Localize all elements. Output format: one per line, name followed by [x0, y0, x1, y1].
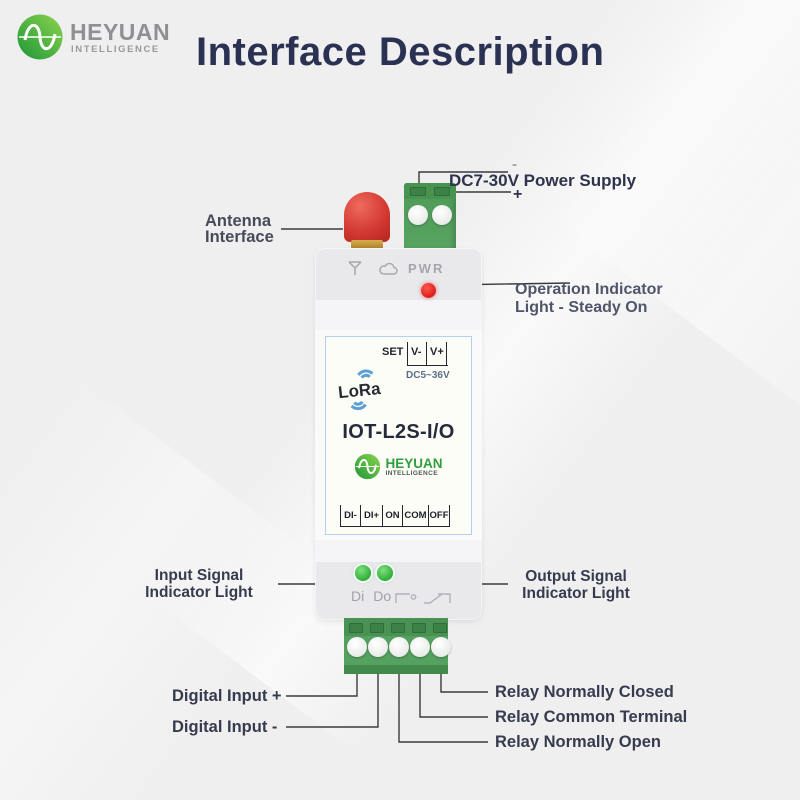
- relay-normally-closed-label: Relay Normally Closed: [495, 683, 674, 701]
- antenna-interface-label: Antenna Interface: [205, 212, 274, 246]
- digital-input-minus-label: Digital Input -: [172, 718, 278, 736]
- power-plus-label: +: [513, 186, 523, 203]
- heyuan-logo-icon: [355, 453, 381, 480]
- card-divider: [407, 342, 409, 366]
- do-label: Do: [373, 588, 392, 604]
- heyuan-logo-icon: [17, 14, 63, 60]
- terminal-digital-input-minus: [368, 637, 388, 657]
- io-terminal-block: [344, 618, 451, 674]
- terminal-digital-input-plus: [347, 637, 367, 657]
- terminal-label: DI+: [360, 505, 382, 527]
- input-label-line1: Input Signal: [154, 567, 244, 584]
- relay-normally-open-label: Relay Normally Open: [495, 733, 661, 751]
- terminal-label-row: DI- DI+ ON COM OFF: [340, 505, 450, 527]
- operation-indicator-label: Operation Indicator Light - Steady On: [515, 281, 663, 317]
- voltage-range-label: DC5~36V: [406, 370, 450, 381]
- power-terminal-minus: [408, 205, 428, 225]
- brand-subtitle: INTELLIGENCE: [71, 44, 160, 55]
- screw-slot: [434, 187, 450, 196]
- card-divider: [446, 342, 448, 366]
- digital-input-plus-label: Digital Input +: [172, 687, 282, 705]
- power-minus-label: -: [512, 156, 517, 173]
- pwr-label: PWR: [408, 261, 445, 276]
- terminal-relay-no: [389, 637, 409, 657]
- set-label: SET: [382, 346, 404, 358]
- card-brand-subtitle: INTELLIGENCE: [385, 469, 438, 477]
- input-led-di: [355, 565, 371, 581]
- output-led-do: [377, 565, 393, 581]
- output-label-line1: Output Signal: [525, 568, 627, 585]
- relay-common-terminal-label: Relay Common Terminal: [495, 708, 688, 726]
- card-divider: [426, 342, 428, 366]
- v-plus-label: V+: [430, 346, 444, 358]
- di-label: Di: [351, 588, 365, 604]
- antenna-label-line1: Antenna: [205, 212, 271, 230]
- led-labels: Di Do: [351, 588, 391, 604]
- screw-slot: [412, 623, 426, 633]
- page-title: Interface Description: [196, 30, 605, 74]
- screw-slot: [410, 187, 426, 196]
- power-supply-label: DC7-30V Power Supply: [449, 171, 637, 190]
- cloud-icon: [379, 262, 398, 275]
- device-model-label: IOT-L2S-I/O: [342, 421, 455, 443]
- input-label-line2: Indicator Light: [145, 584, 253, 601]
- screw-slot: [370, 623, 384, 633]
- output-signal-label: Output Signal Indicator Light: [518, 568, 634, 602]
- power-led-red: [421, 283, 436, 298]
- screw-slot: [433, 623, 447, 633]
- device-label-card: SET V- V+ DC5~36V LoRa IOT-L2S-I: [325, 336, 472, 535]
- screw-slot: [349, 623, 363, 633]
- terminal-relay-com: [410, 637, 430, 657]
- card-divider: [407, 365, 448, 367]
- device-band: [315, 300, 482, 330]
- screw-slot: [391, 623, 405, 633]
- brand-name: HEYUAN: [70, 19, 171, 45]
- card-brand-row: HEYUAN INTELLIGENCE: [326, 453, 471, 480]
- card-brand-name: HEYUAN: [385, 455, 443, 471]
- antenna-label-line2: Interface: [205, 228, 274, 246]
- lora-arcs-icon: [350, 369, 374, 411]
- terminal-bottom-strip: [344, 665, 448, 674]
- antenna-brass-ring: [351, 240, 383, 249]
- card-brand-text: HEYUAN INTELLIGENCE: [385, 455, 443, 477]
- antenna-connector: [344, 192, 390, 242]
- terminal-label: OFF: [428, 505, 450, 527]
- relay-contact-symbol-icon: [395, 593, 451, 604]
- lora-logo: LoRa: [329, 360, 390, 420]
- power-terminal-block: [404, 183, 456, 251]
- output-label-line2: Indicator Light: [522, 585, 630, 602]
- terminal-label: COM: [402, 505, 428, 527]
- terminal-label: ON: [382, 505, 402, 527]
- input-signal-label: Input Signal Indicator Light: [128, 567, 270, 601]
- antenna-icon: [348, 261, 362, 275]
- operation-label-line1: Operation Indicator: [515, 281, 663, 298]
- operation-label-line2: Light - Steady On: [515, 299, 648, 316]
- terminal-label: DI-: [340, 505, 360, 527]
- device-band: [315, 540, 482, 562]
- v-minus-label: V-: [411, 346, 422, 358]
- device-body: PWR SET V- V+ DC5~36V Lo: [315, 248, 482, 620]
- terminal-relay-nc: [431, 637, 451, 657]
- power-terminal-plus: [432, 205, 452, 225]
